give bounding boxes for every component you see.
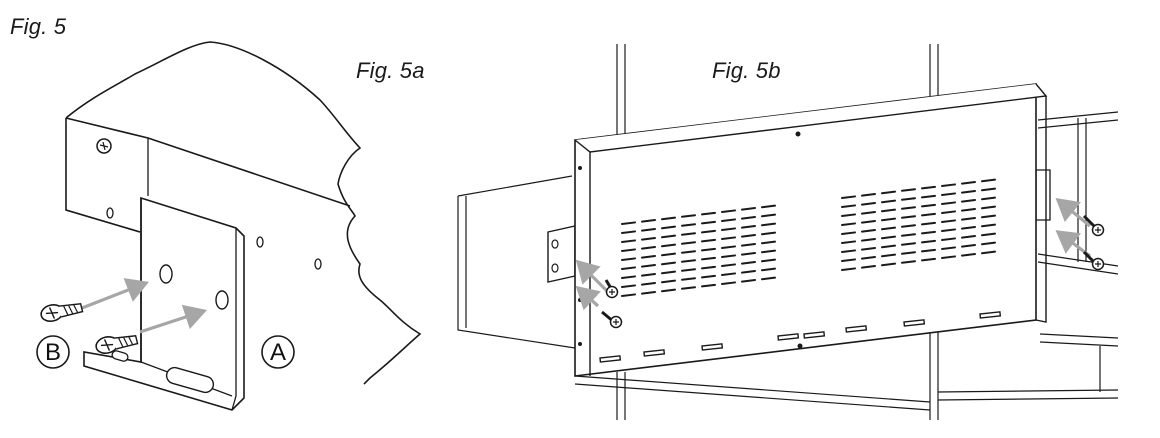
left-bracket bbox=[547, 225, 576, 283]
screw-icon bbox=[1091, 257, 1105, 271]
screw-icon bbox=[605, 285, 619, 299]
screw-icon bbox=[1091, 223, 1105, 237]
subfigure-b-label: Fig. 5b bbox=[712, 58, 781, 83]
bottom-slots bbox=[599, 311, 1002, 363]
figure-5a-drawing: B A bbox=[36, 41, 422, 411]
callout-b-text: B bbox=[45, 339, 61, 366]
subfigure-a-label: Fig. 5a bbox=[356, 58, 425, 83]
callout-b: B bbox=[36, 335, 70, 369]
callout-a: A bbox=[261, 335, 295, 369]
callout-a-text: A bbox=[270, 339, 286, 366]
screw-icon bbox=[38, 297, 84, 325]
screw-icon bbox=[609, 315, 623, 329]
figure-label: Fig. 5 bbox=[10, 14, 67, 39]
figure-5b-drawing bbox=[457, 44, 1119, 420]
housing-screw-icon bbox=[96, 138, 112, 154]
vent-slots-left bbox=[621, 204, 776, 297]
device-box bbox=[574, 83, 1048, 377]
bracket-icon bbox=[83, 196, 245, 411]
right-bracket bbox=[1035, 169, 1051, 221]
vent-slots-right bbox=[841, 178, 996, 271]
